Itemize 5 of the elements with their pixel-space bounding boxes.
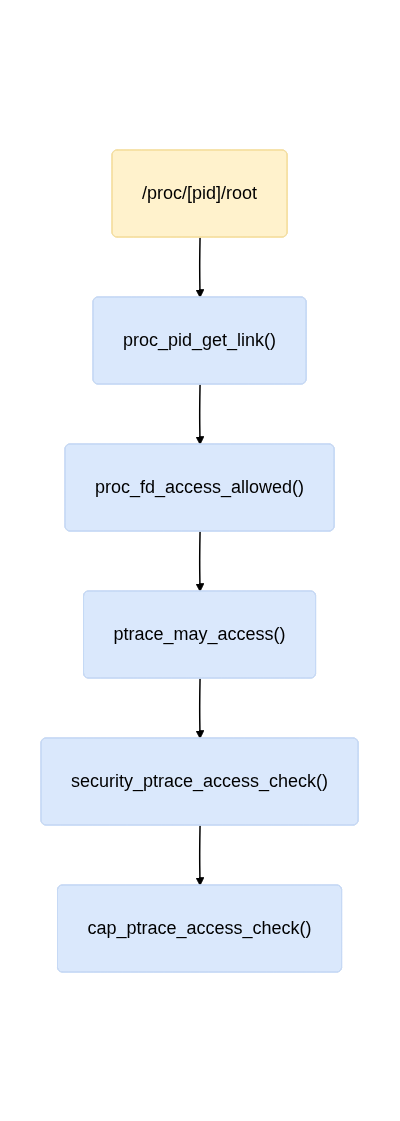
arrow (195, 236, 205, 298)
arrow (195, 530, 205, 592)
arrow (195, 677, 205, 739)
arrow (195, 824, 205, 886)
arrow (195, 383, 205, 445)
